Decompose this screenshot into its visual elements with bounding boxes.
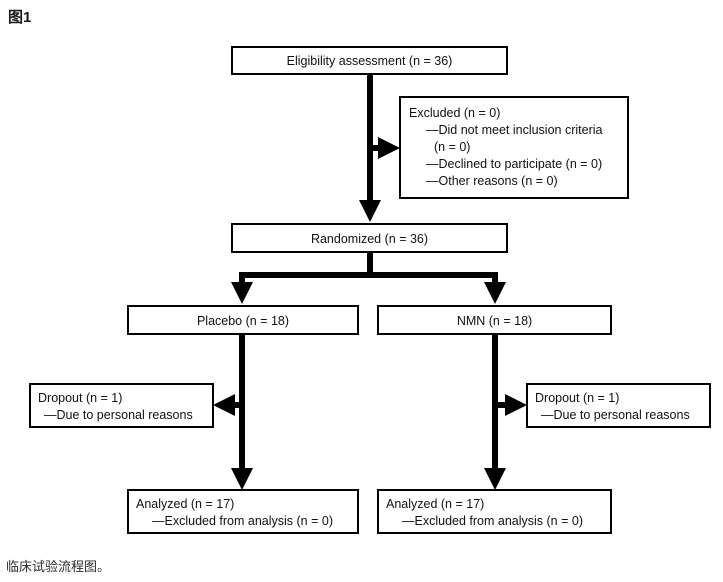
analyzed-placebo-line-1: Analyzed (n = 17) xyxy=(136,497,234,511)
analyzed-nmn-line-2: —Excluded from analysis (n = 0) xyxy=(402,514,583,528)
arrowhead-left-dropout-placebo xyxy=(213,394,235,416)
node-placebo[interactable]: Placebo (n = 18) xyxy=(127,305,359,335)
dropout-nmn-line-1: Dropout (n = 1) xyxy=(535,391,619,405)
node-dropout-nmn[interactable]: Dropout (n = 1) —Due to personal reasons xyxy=(526,383,711,428)
node-analyzed-nmn[interactable]: Analyzed (n = 17) —Excluded from analysi… xyxy=(377,489,612,534)
node-analyzed-placebo[interactable]: Analyzed (n = 17) —Excluded from analysi… xyxy=(127,489,359,534)
excluded-line-2: —Did not meet inclusion criteria xyxy=(426,123,603,137)
arrowhead-down-randomized xyxy=(359,200,381,222)
nmn-line-1: NMN (n = 18) xyxy=(457,314,532,328)
node-dropout-placebo[interactable]: Dropout (n = 1) —Due to personal reasons xyxy=(29,383,214,428)
dropout-placebo-line-1: Dropout (n = 1) xyxy=(38,391,122,405)
arrowhead-down-placebo xyxy=(231,282,253,304)
eligibility-line-1: Eligibility assessment (n = 36) xyxy=(287,54,453,68)
node-eligibility-assessment[interactable]: Eligibility assessment (n = 36) xyxy=(231,46,508,75)
excluded-line-4: —Declined to participate (n = 0) xyxy=(426,157,602,171)
analyzed-placebo-line-2: —Excluded from analysis (n = 0) xyxy=(152,514,333,528)
figure-caption: 临床试验流程图。 xyxy=(6,559,111,574)
placebo-line-1: Placebo (n = 18) xyxy=(197,314,289,328)
arrowhead-right-dropout-nmn xyxy=(505,394,527,416)
arrowhead-down-analyzed-placebo xyxy=(231,468,253,490)
excluded-line-3: (n = 0) xyxy=(434,140,470,154)
arrowhead-right-excluded xyxy=(378,137,400,159)
excluded-line-1: Excluded (n = 0) xyxy=(409,106,500,120)
randomized-line-1: Randomized (n = 36) xyxy=(311,232,428,246)
figure-label: 图1 xyxy=(8,9,32,26)
dropout-nmn-line-2: —Due to personal reasons xyxy=(541,408,690,422)
node-nmn[interactable]: NMN (n = 18) xyxy=(377,305,612,335)
analyzed-nmn-line-1: Analyzed (n = 17) xyxy=(386,497,484,511)
node-excluded[interactable]: Excluded (n = 0) —Did not meet inclusion… xyxy=(399,96,629,199)
excluded-line-5: —Other reasons (n = 0) xyxy=(426,174,558,188)
dropout-placebo-line-2: —Due to personal reasons xyxy=(44,408,193,422)
node-randomized[interactable]: Randomized (n = 36) xyxy=(231,223,508,253)
arrowhead-down-analyzed-nmn xyxy=(484,468,506,490)
arrowhead-down-nmn xyxy=(484,282,506,304)
